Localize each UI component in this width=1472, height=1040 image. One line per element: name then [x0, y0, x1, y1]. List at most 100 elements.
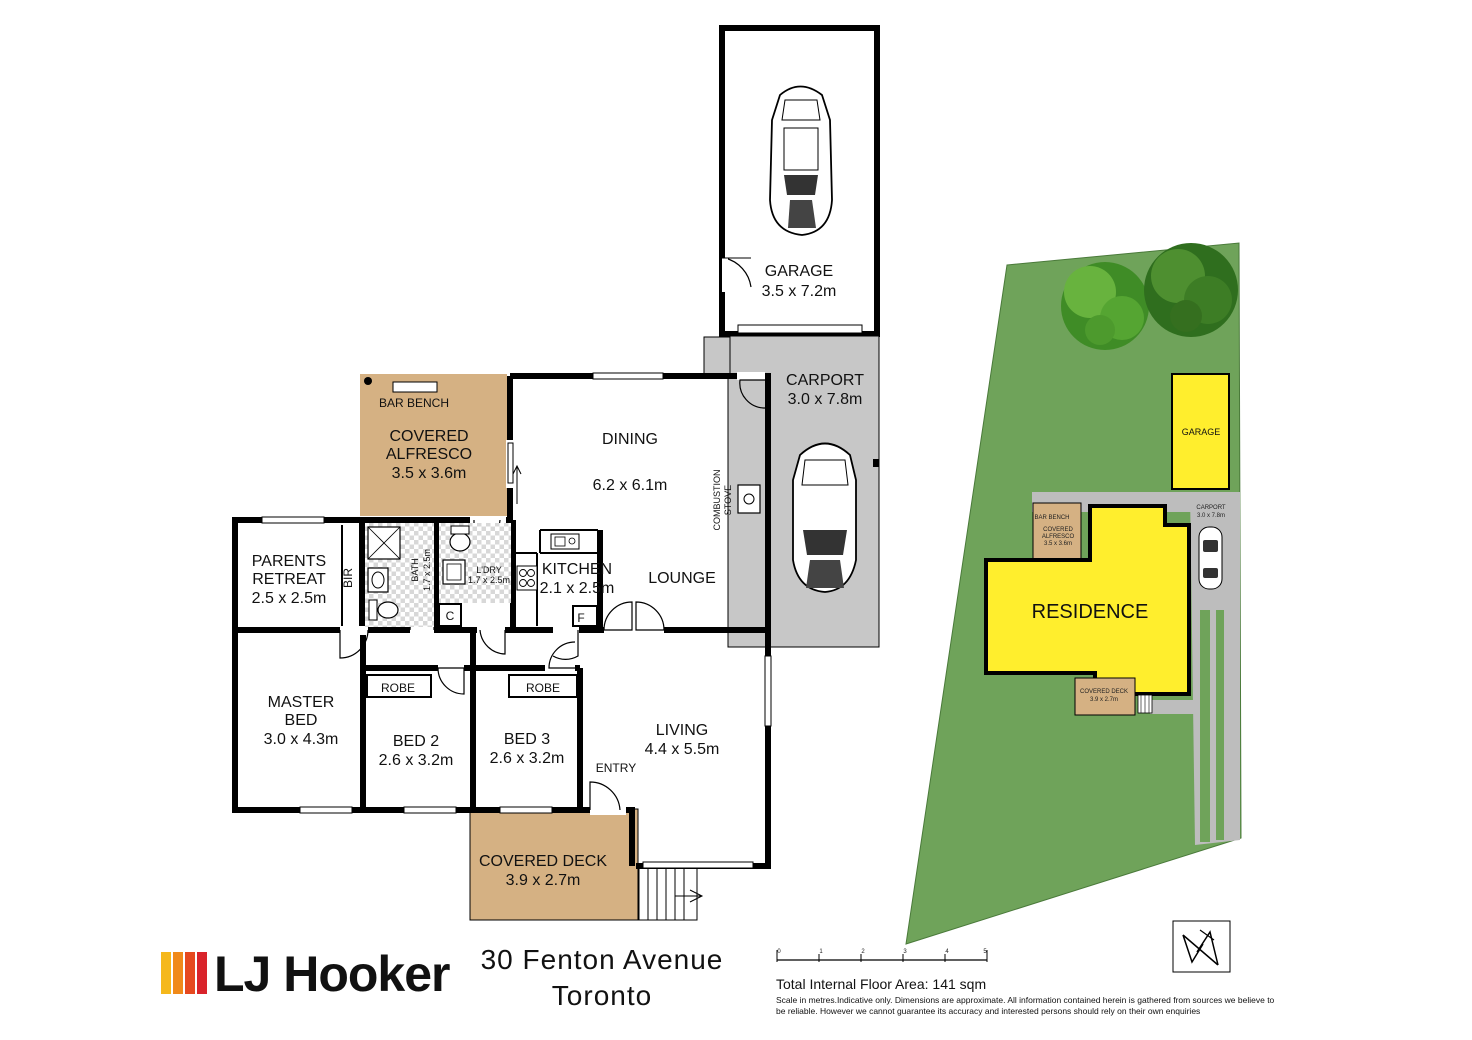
lounge-label: LOUNGE [648, 570, 716, 587]
floor-area: Total Internal Floor Area: 141 sqm [776, 976, 987, 992]
bed2-label: BED 2 [393, 733, 439, 750]
scale-bar: 0 1 2 3 4 5 [776, 949, 988, 962]
alfresco-label2: ALFRESCO [386, 446, 472, 463]
tree-icon [1144, 243, 1238, 337]
scale-tick-5: 5 [983, 949, 987, 955]
brand-name: LJ Hooker [214, 946, 451, 1002]
carport-entry [703, 336, 731, 378]
shower-icon [367, 526, 401, 560]
scale-tick-3: 3 [903, 949, 907, 955]
site-alfresco-label1: COVERED [1043, 527, 1073, 533]
site-garage-label: GARAGE [1182, 427, 1221, 437]
robe-bed3-label: ROBE [526, 681, 560, 695]
master-label1: MASTER [268, 694, 335, 711]
site-alfresco-label2: ALFRESCO [1042, 534, 1075, 540]
cooktop-icon [516, 565, 538, 591]
fridge-space [572, 605, 598, 627]
alfresco-post [364, 377, 372, 385]
entry-label: ENTRY [596, 761, 636, 775]
car-icon [792, 442, 857, 593]
windows [261, 372, 772, 869]
site-path [1150, 700, 1195, 714]
living-dims: 4.4 x 5.5m [645, 741, 720, 758]
stove-icon [737, 484, 761, 514]
carport-label: CARPORT [786, 372, 864, 389]
scale-tick-1: 1 [819, 949, 823, 955]
brand-logo-icon [161, 952, 207, 994]
scale-tick-0: 0 [777, 949, 781, 955]
site-carport-dims: 3.0 x 7.8m [1197, 513, 1225, 519]
kitchen-dims: 2.1 x 2.5m [540, 580, 615, 597]
site-deck [1074, 677, 1136, 716]
covered-alfresco [360, 374, 507, 516]
property-address: 30 Fenton Avenue Toronto [462, 942, 742, 1014]
site-residence-label: RESIDENCE [1032, 601, 1149, 623]
sink-icon [442, 559, 466, 585]
sink-icon [367, 567, 389, 593]
garage-label: GARAGE [765, 263, 833, 280]
dining-label: DINING [602, 431, 658, 448]
deck-dims: 3.9 x 2.7m [506, 872, 581, 889]
scale-tick-2: 2 [861, 949, 865, 955]
retreat-label1: PARENTS [252, 553, 326, 570]
kitchen-label: KITCHEN [542, 561, 612, 578]
alfresco-label1: COVERED [389, 428, 468, 445]
cupboard-label: C [446, 609, 455, 623]
entry-steps [638, 866, 704, 921]
robe-bed2-label: ROBE [381, 681, 415, 695]
dining-dims: 6.2 x 6.1m [593, 477, 668, 494]
bar-bench [392, 381, 438, 393]
garage-side-door [724, 257, 752, 288]
deck-label: COVERED DECK [479, 853, 607, 870]
address-line1: 30 Fenton Avenue [480, 944, 724, 975]
site-deck-label: COVERED DECK [1080, 689, 1128, 695]
garage-dims: 3.5 x 7.2m [762, 283, 837, 300]
stove-label2: STOVE [723, 485, 733, 515]
laundry-cupboard [438, 603, 462, 627]
bed2-dims: 2.6 x 3.2m [379, 752, 454, 769]
master-label2: BED [285, 712, 318, 729]
covered-deck [469, 808, 639, 921]
site-plan: GARAGE CARPORT 3.0 x 7.8m BAR BENCH COVE… [905, 242, 1242, 945]
site-garage [1171, 373, 1230, 490]
site-path-strip [1200, 610, 1210, 842]
site-steps [1137, 694, 1153, 714]
site-carport-label: CARPORT [1196, 505, 1226, 511]
living-label: LIVING [656, 722, 708, 739]
alfresco-dims: 3.5 x 3.6m [392, 465, 467, 482]
site-alfresco-dims: 3.5 x 3.6m [1044, 541, 1072, 547]
site-alfresco-bench: BAR BENCH [1034, 515, 1069, 521]
scale-tick-4: 4 [945, 949, 949, 955]
site-deck-dims: 3.9 x 2.7m [1090, 697, 1118, 703]
garage-door [737, 324, 863, 334]
sink-icon [550, 533, 580, 550]
bed3-label: BED 3 [504, 731, 550, 748]
bath-label: BATH [410, 558, 420, 581]
site-path-strip [1216, 610, 1224, 840]
bir-label: BIR [341, 568, 355, 588]
fridge-label: F [577, 611, 584, 625]
bar-bench-label: BAR BENCH [379, 396, 449, 410]
carport-post [873, 459, 879, 467]
car-icon [1198, 526, 1223, 590]
kitchen-bench [516, 529, 598, 626]
tree-icon [1061, 262, 1149, 350]
laundry-label: L'DRY [476, 565, 502, 575]
retreat-label2: RETREAT [252, 571, 326, 588]
bed3-dims: 2.6 x 3.2m [490, 750, 565, 767]
laundry-dims: 1.7 x 2.5m [468, 575, 510, 585]
robe-bed2 [366, 674, 432, 698]
address-line2: Toronto [551, 980, 653, 1011]
disclaimer: Scale in metres.Indicative only. Dimensi… [776, 995, 1275, 1016]
master-dims: 3.0 x 4.3m [264, 731, 339, 748]
carport-dims: 3.0 x 7.8m [788, 391, 863, 408]
north-arrow-icon [1172, 920, 1231, 973]
toilet-icon [368, 599, 399, 621]
robe-bed3 [508, 674, 578, 698]
bath-dims: 1.7 x 2.5m [422, 549, 432, 591]
car-icon [769, 85, 833, 236]
retreat-dims: 2.5 x 2.5m [252, 590, 327, 607]
stove-label1: COMBUSTION [712, 469, 722, 530]
toilet-icon [449, 525, 471, 552]
